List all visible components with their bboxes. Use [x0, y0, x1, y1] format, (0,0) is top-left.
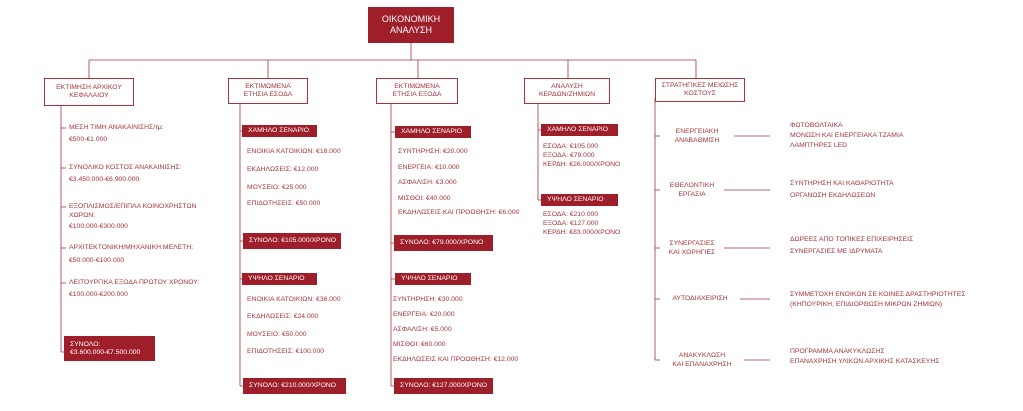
expense-low-item: ΑΣΦΑΛΙΣΗ: €3.000	[398, 179, 457, 186]
profit-low-item: ΕΞΟΔΑ: €79.000	[543, 152, 595, 159]
capital-item-label: ΜΕΣΗ ΤΙΜΗ ΑΝΑΚΑΙΝΙΣΗΣ/τμ:	[69, 124, 164, 131]
capital-item-label: ΕΞΟΠΛΙΣΜΟΣ/ΕΠΙΠΛΑ ΚΟΙΝΟΧΡΗΣΤΩΝ	[69, 203, 197, 210]
header-line1: ΣΤΡΑΤΗΓΙΚΕΣ ΜΕΙΩΣΗΣ	[661, 81, 739, 89]
capital-item-label: ΑΡΧΙΤΕΚΤΟΝΙΚΗ/ΜΗΧΑΝΙΚΗ ΜΕΛΕΤΗ:	[69, 244, 194, 251]
income-high-item: ΕΚΔΗΛΩΣΕΙΣ: €24.000	[247, 313, 319, 320]
expense-high-scenario-badge: ΥΨΗΛΟ ΣΕΝΑΡΙΟ	[395, 273, 471, 285]
header-line2: ΕΤΗΣΙΑ ΕΣΟΔΑ	[243, 91, 293, 98]
capital-item-value: €100.000-€200.000	[69, 291, 128, 298]
capital-total-box: ΣΥΝΟΛΟ: €3.600.000-€7.500.000	[64, 336, 155, 361]
strategy-detail: ΟΡΓΑΝΩΣΗ ΕΚΔΗΛΩΣΕΩΝ	[790, 192, 876, 199]
income-high-total: ΣΥΝΟΛΟ: €210.000/ΧΡΟΝΟ	[243, 378, 346, 394]
capital-item-value: €100.000-€300.000	[69, 223, 128, 230]
expense-low-item: ΕΚΔΗΛΩΣΕΙΣ ΚΑΙ ΠΡΟΩΘΗΣΗ: €6.000	[398, 209, 520, 216]
root-title-line1: ΟΙΚΟΝΟΜΙΚΗ	[381, 14, 441, 24]
header-line1: ΕΚΤΙΜΩΜΕΝΑ	[245, 82, 291, 90]
strategy-name-line2: ΑΝΑΒΑΘΜΙΣΗ	[674, 136, 720, 144]
capital-item-value: €50.000-€100.000	[69, 257, 125, 264]
expense-high-item: ΜΙΣΘΟΙ: €60.000	[393, 341, 446, 348]
expense-high-item: ΕΚΔΗΛΩΣΕΙΣ ΚΑΙ ΠΡΟΩΘΗΣΗ: €12.000	[393, 356, 519, 363]
strategy-detail: ΜΟΝΩΣΗ ΚΑΙ ΕΝΕΡΓΕΙΑΚΑ ΤΖΑΜΙΑ	[790, 132, 904, 139]
strategy-detail: (ΚΗΠΟΥΡΙΚΗ, ΕΠΙΔΙΟΡΘΩΣΗ ΜΙΚΡΩΝ ΖΗΜΙΩΝ)	[790, 301, 943, 308]
expense-low-item: ΜΙΣΘΟΙ: €40.000	[398, 195, 451, 202]
profit-high-item: ΕΞΟΔΑ: €127.000	[543, 220, 599, 227]
expense-high-item: ΕΝΕΡΓΕΙΑ: €20.000	[393, 311, 455, 318]
capital-item-value: €3.450.000-€6.900.000	[69, 176, 140, 183]
strategy-name: ΕΘΕΛΟΝΤΙΚΗ ΕΡΓΑΣΙΑ	[660, 182, 724, 199]
strategy-detail: ΛΑΜΠΤΗΡΕΣ LED	[790, 142, 848, 149]
root-title-line2: ΑΝΑΛΥΣΗ	[390, 25, 432, 35]
expense-high-item: ΑΣΦΑΛΙΣΗ: €5.000	[393, 326, 452, 333]
capital-item-label-cont: ΧΩΡΩΝ:	[69, 212, 96, 219]
income-low-item: ΕΝΟΙΚΙΑ ΚΑΤΟΙΚΙΩΝ: €18.000	[247, 148, 341, 155]
capital-item-label: ΛΕΙΤΟΥΡΓΙΚΑ ΕΞΟΔΑ ΠΡΩΤΟΥ ΧΡΟΝΟΥ:	[69, 279, 200, 286]
strategy-name-line1: ΣΥΝΕΡΓΑΣΙΕΣ	[669, 240, 715, 247]
header-line2: ΚΕΦΑΛΑΙΟΥ	[69, 92, 109, 99]
profit-high-scenario-badge: ΥΨΗΛΟ ΣΕΝΑΡΙΟ	[541, 194, 618, 206]
strategy-detail: ΠΡΟΓΡΑΜΜΑ ΑΝΑΚΥΚΛΩΣΗΣ	[790, 348, 885, 355]
income-high-scenario-badge: ΥΨΗΛΟ ΣΕΝΑΡΙΟ	[242, 273, 317, 285]
strategy-detail: ΣΥΝΕΡΓΑΣΙΕΣ ΜΕ ΙΔΡΥΜΑΤΑ	[790, 248, 883, 255]
expense-high-total: ΣΥΝΟΛΟ: €127.000/ΧΡΟΝΟ	[394, 378, 493, 394]
income-low-scenario-badge: ΧΑΜΗΛΟ ΣΕΝΑΡΙΟ	[242, 125, 317, 137]
strategy-detail: ΣΥΝΤΗΡΗΣΗ ΚΑΙ ΚΑΘΑΡΙΟΤΗΤΑ	[790, 180, 894, 187]
header-annual-income: ΕΚΤΙΜΩΜΕΝΑ ΕΤΗΣΙΑ ΕΣΟΔΑ	[228, 78, 308, 104]
strategy-name: ΑΝΑΚΥΚΛΩΣΗ ΚΑΙ ΕΠΑΝΑΧΡΗΣΗ	[660, 352, 744, 369]
income-low-item: ΕΚΔΗΛΩΣΕΙΣ: €12.000	[247, 166, 319, 173]
profit-high-item: ΚΕΡΔΗ: €83.000/ΧΡΟΝΟ	[543, 229, 621, 236]
strategy-detail: ΦΩΤΟΒΟΛΤΑΙΚΑ	[790, 122, 843, 129]
income-low-item: ΜΟΥΣΕΙΟ: €25.000	[247, 184, 307, 191]
capital-total-label: ΣΥΝΟΛΟ:	[70, 340, 101, 348]
capital-total-value: €3.600.000-€7.500.000	[70, 348, 141, 356]
root-node: ΟΙΚΟΝΟΜΙΚΗ ΑΝΑΛΥΣΗ	[368, 7, 454, 43]
header-line2: ΚΕΡΔΩΝ/ΖΗΜΙΩΝ	[538, 91, 596, 98]
strategy-name: ΕΝΕΡΓΕΙΑΚΗ ΑΝΑΒΑΘΜΙΣΗ	[660, 128, 734, 145]
strategy-name: ΣΥΝΕΡΓΑΣΙΕΣ ΚΑΙ ΧΟΡΗΓΙΕΣ	[660, 240, 724, 257]
expense-low-item: ΣΥΝΤΗΡΗΣΗ: €20.000	[398, 148, 468, 155]
header-line1: ΕΚΤΙΜΗΣΗ ΑΡΧΙΚΟΥ	[56, 83, 122, 91]
income-low-item: ΕΠΙΔΟΤΗΣΕΙΣ: €50.000	[247, 200, 321, 207]
profit-low-item: ΕΣΟΔΑ: €105.000	[543, 143, 599, 150]
profit-high-item: ΕΣΟΔΑ: €210.000	[543, 211, 599, 218]
strategy-detail: ΣΥΜΜΕΤΟΧΗ ΕΝΟΙΚΩΝ ΣΕ ΚΟΙΝΕΣ ΔΡΑΣΤΗΡΙΟΤΗΤ…	[790, 291, 966, 298]
expense-low-scenario-badge: ΧΑΜΗΛΟ ΣΕΝΑΡΙΟ	[395, 126, 471, 138]
strategy-name-line1: ΑΥΤΟΔΙΑΧΕΙΡΙΣΗ	[672, 295, 728, 302]
income-high-item: ΕΝΟΙΚΙΑ ΚΑΤΟΙΚΙΩΝ: €36.000	[247, 296, 341, 303]
capital-item-label: ΣΥΝΟΛΙΚΟ ΚΟΣΤΟΣ ΑΝΑΚΑΙΝΙΣΗΣ:	[69, 164, 182, 171]
header-annual-expenses: ΕΚΤΙΜΩΜΕΝΑ ΕΤΗΣΙΑ ΕΞΟΔΑ	[376, 78, 458, 104]
strategy-name-line1: ΑΝΑΚΥΚΛΩΣΗ	[678, 352, 726, 359]
expense-high-item: ΣΥΝΤΗΡΗΣΗ: €30.000	[393, 296, 463, 303]
header-profit-loss: ΑΝΑΛΥΣΗ ΚΕΡΔΩΝ/ΖΗΜΙΩΝ	[524, 78, 610, 104]
income-low-total: ΣΥΝΟΛΟ: €105.000/ΧΡΟΝΟ	[243, 233, 341, 249]
header-initial-capital: ΕΚΤΙΜΗΣΗ ΑΡΧΙΚΟΥ ΚΕΦΑΛΑΙΟΥ	[44, 78, 134, 106]
expense-low-item: ΕΝΕΡΓΕΙΑ: €10.000	[398, 164, 460, 171]
strategy-name-line1: ΕΝΕΡΓΕΙΑΚΗ	[675, 128, 719, 135]
strategy-detail: ΕΠΑΝΑΧΡΗΣΗ ΥΛΙΚΩΝ ΑΡΧΙΚΗΣ ΚΑΤΑΣΚΕΥΗΣ	[790, 358, 940, 365]
strategy-detail: ΔΩΡΕΕΣ ΑΠΟ ΤΟΠΙΚΕΣ ΕΠΙΧΕΙΡΗΣΕΙΣ	[790, 236, 914, 243]
strategy-name-line2: ΚΑΙ ΕΠΑΝΑΧΡΗΣΗ	[672, 360, 732, 368]
strategy-name: ΑΥΤΟΔΙΑΧΕΙΡΙΣΗ	[660, 295, 740, 304]
header-line1: ΑΝΑΛΥΣΗ	[551, 82, 583, 90]
capital-item-value: €500-€1.000	[69, 136, 108, 143]
expense-low-total: ΣΥΝΟΛΟ: €79.000/ΧΡΟΝΟ	[394, 235, 493, 251]
income-high-item: ΜΟΥΣΕΙΟ: €50.000	[247, 331, 307, 338]
strategy-name-line2: ΕΡΓΑΣΙΑ	[678, 190, 706, 198]
header-line1: ΕΚΤΙΜΩΜΕΝΑ	[394, 82, 440, 90]
header-line2: ΚΟΣΤΟΥΣ	[684, 90, 716, 97]
strategy-name-line2: ΚΑΙ ΧΟΡΗΓΙΕΣ	[668, 248, 716, 256]
profit-low-scenario-badge: ΧΑΜΗΛΟ ΣΕΝΑΡΙΟ	[541, 124, 618, 136]
strategy-name-line1: ΕΘΕΛΟΝΤΙΚΗ	[669, 182, 715, 189]
header-cost-reduction: ΣΤΡΑΤΗΓΙΚΕΣ ΜΕΙΩΣΗΣ ΚΟΣΤΟΥΣ	[655, 78, 745, 102]
income-high-item: ΕΠΙΔΟΤΗΣΕΙΣ: €100.000	[247, 348, 325, 355]
profit-low-item: ΚΕΡΔΗ: €26.000/ΧΡΟΝΟ	[543, 161, 621, 168]
header-line2: ΕΤΗΣΙΑ ΕΞΟΔΑ	[392, 91, 442, 98]
